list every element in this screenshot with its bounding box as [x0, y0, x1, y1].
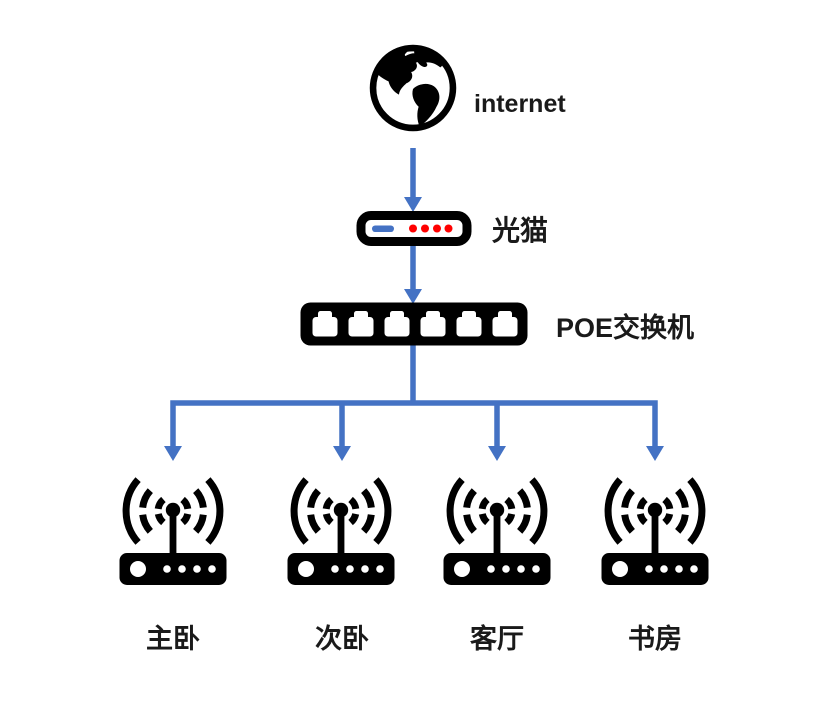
poe-switch-icon [300, 302, 528, 346]
router-label-second-bedroom: 次卧 [315, 624, 369, 654]
internet-label: internet [474, 90, 566, 118]
modem-label: 光猫 [492, 215, 549, 246]
router-label-master-bedroom: 主卧 [146, 624, 200, 654]
router-label-study: 书房 [628, 624, 682, 654]
arrowhead-modem [404, 197, 422, 212]
modem-icon [356, 211, 472, 246]
branch-lines [170, 400, 658, 447]
wireless-router-icon [593, 477, 717, 595]
arrowhead-router-3 [488, 446, 506, 461]
arrowhead-switch [404, 289, 422, 304]
arrowhead-router-2 [333, 446, 351, 461]
arrowhead-router-4 [646, 446, 664, 461]
switch-label: POE交换机 [556, 313, 695, 343]
modem-led-dots [409, 224, 453, 233]
wireless-router-icon [111, 477, 235, 595]
router-label-living-room: 客厅 [470, 624, 524, 654]
arrowhead-router-1 [164, 446, 182, 461]
modem-status-bar [372, 225, 394, 232]
wireless-router-icon [435, 477, 559, 595]
wireless-router-icon [279, 477, 403, 595]
globe-icon [369, 44, 457, 132]
